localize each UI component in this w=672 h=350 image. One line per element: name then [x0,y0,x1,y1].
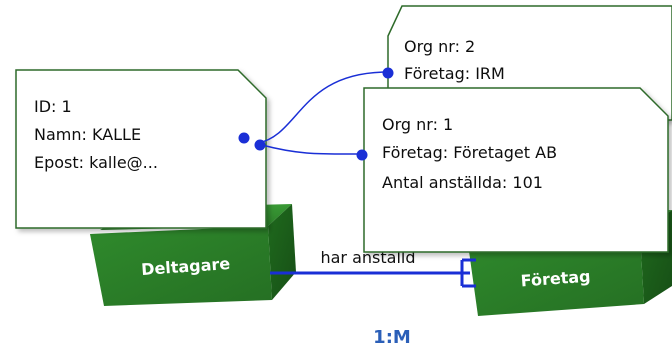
org-2-link-dot [382,67,394,79]
link-to-org-2 [257,71,389,144]
link-to-org-1 [261,144,363,155]
company-note-1-line-2: Företag: Företaget AB [382,143,557,162]
person-link-dot-1 [238,132,250,144]
foretag-box-front [468,234,644,316]
relationship-connector: har anställd [270,248,476,288]
company-note-2-line-2: Företag: IRM [404,64,505,83]
company-note-1: Org nr: 1 Företag: Företaget AB Antal an… [363,87,669,253]
person-note-line-1: ID: 1 [34,97,72,116]
deltagare-box-side [268,204,296,300]
org-1-link-dot [356,149,368,161]
person-link-dot-2 [254,139,266,151]
cardinality-label: 1:M [373,327,411,348]
company-note-1-paper [363,87,669,253]
person-note-paper [15,69,267,229]
company-note-1-line-1: Org nr: 1 [382,115,453,134]
deltagare-box-front [90,226,272,306]
foretag-label: Företag [520,267,591,291]
person-note-line-2: Namn: KALLE [34,125,141,144]
person-note: ID: 1 Namn: KALLE Epost: kalle@... [15,69,267,229]
record-links [238,67,394,161]
company-note-2-line-1: Org nr: 2 [404,37,475,56]
company-note-1-line-3: Antal anställda: 101 [382,173,543,192]
person-note-line-3: Epost: kalle@... [34,153,158,172]
